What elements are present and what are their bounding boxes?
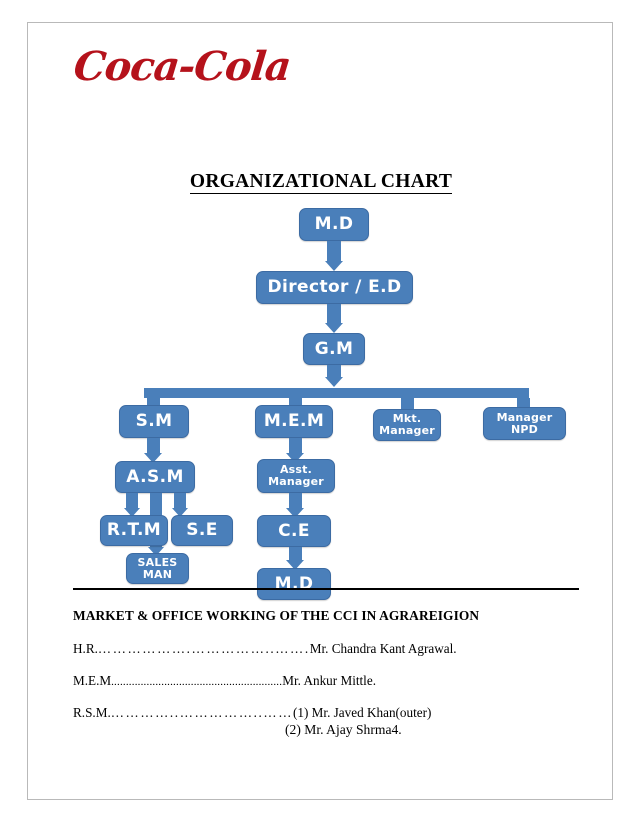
page-title-text: ORGANIZATIONAL CHART bbox=[189, 171, 453, 194]
footer-entry-mem-label: M.E.M bbox=[73, 673, 112, 688]
page-title: ORGANIZATIONAL CHART bbox=[28, 171, 614, 194]
footer-entry-mem: M.E.M ..................................… bbox=[73, 673, 583, 689]
node-mem: M.E.M bbox=[255, 405, 333, 438]
node-md-top: M.D bbox=[299, 208, 369, 241]
node-md-bottom: M.D bbox=[257, 568, 331, 600]
arrow-md-director-icon bbox=[325, 261, 343, 271]
node-asm-label: A.S.M bbox=[126, 466, 184, 487]
arrow-gm-bus-icon bbox=[325, 377, 343, 387]
document-page: Coca-Cola ORGANIZATIONAL CHART M.D Direc… bbox=[27, 22, 613, 800]
node-sales-man-label-line1: SALES bbox=[137, 555, 178, 569]
footer-entry-hr-label: H.R. bbox=[73, 641, 98, 656]
connector-sm-asm bbox=[147, 438, 160, 455]
connector-asst-ce bbox=[289, 493, 302, 510]
node-md-bottom-label: M.D bbox=[274, 573, 314, 594]
footer-entry-rsm-value-1: (1) Mr. Javed Khan(outer) bbox=[293, 705, 432, 720]
connector-ce-md bbox=[289, 547, 302, 562]
node-rtm: R.T.M bbox=[100, 515, 168, 546]
org-chart: M.D Director / E.D G.M S.M bbox=[28, 23, 614, 609]
footer-text-block: MARKET & OFFICE WORKING OF THE CCI IN AG… bbox=[73, 608, 583, 742]
node-mkt-manager-label-line2: Manager bbox=[379, 424, 435, 437]
connector-director-gm bbox=[327, 304, 341, 325]
connector-asm-se bbox=[174, 493, 186, 510]
arrow-mem-asst-icon bbox=[286, 453, 304, 463]
node-ce: C.E bbox=[257, 515, 331, 547]
node-sm: S.M bbox=[119, 405, 189, 438]
connector-md-director bbox=[327, 241, 341, 263]
node-gm-label: G.M bbox=[314, 338, 354, 359]
footer-heading: MARKET & OFFICE WORKING OF THE CCI IN AG… bbox=[73, 608, 480, 623]
node-asst-manager-label-line1: Asst. bbox=[279, 463, 313, 477]
arrow-asm-rtm-icon bbox=[124, 508, 140, 517]
footer-entry-hr: H.R. ……………….……………..……. Mr. Chandra Kant … bbox=[73, 641, 583, 657]
node-director-ed-label: Director / E.D bbox=[267, 277, 402, 298]
footer-entry-mem-value: Mr. Ankur Mittle. bbox=[282, 673, 376, 688]
footer-entry-rsm-line1: R.S.M. …………..……………..…… (1) Mr. Javed Kha… bbox=[73, 705, 583, 721]
node-sales-man: SALES MAN bbox=[126, 553, 189, 584]
arrow-asst-ce-icon bbox=[286, 508, 304, 518]
arrow-asm-se-icon bbox=[172, 508, 188, 517]
node-ce-label: C.E bbox=[278, 520, 310, 541]
footer-entry-hr-value: Mr. Chandra Kant Agrawal. bbox=[309, 641, 457, 656]
node-se-label: S.E bbox=[186, 520, 218, 541]
arrow-ce-md-icon bbox=[286, 560, 304, 570]
node-se: S.E bbox=[171, 515, 233, 546]
arrow-asm-salesman-icon bbox=[148, 547, 164, 556]
node-asst-manager-label-line2: Manager bbox=[268, 475, 324, 488]
node-sm-label: S.M bbox=[135, 411, 173, 432]
node-mem-label: M.E.M bbox=[263, 411, 325, 432]
node-mkt-manager: Mkt. Manager bbox=[373, 409, 441, 441]
section-divider bbox=[73, 588, 579, 590]
footer-entry-hr-leader: ……………….……………..……. bbox=[97, 641, 310, 656]
node-manager-npd-label-line1: Manager bbox=[496, 410, 553, 424]
node-manager-npd: Manager NPD bbox=[483, 407, 566, 440]
node-director-ed: Director / E.D bbox=[256, 271, 413, 304]
footer-entry-rsm-label: R.S.M. bbox=[73, 705, 111, 720]
arrow-sm-asm-icon bbox=[144, 453, 162, 463]
node-manager-npd-label-line2: NPD bbox=[511, 422, 538, 436]
connector-mem-asst bbox=[289, 438, 302, 455]
node-mkt-manager-label-line1: Mkt. bbox=[392, 412, 422, 426]
node-md-top-label: M.D bbox=[314, 214, 354, 235]
node-rtm-label: R.T.M bbox=[106, 520, 162, 541]
connector-asm-rtm bbox=[126, 493, 138, 510]
node-asm: A.S.M bbox=[115, 461, 195, 493]
footer-entry-rsm: R.S.M. …………..……………..…… (1) Mr. Javed Kha… bbox=[73, 705, 583, 738]
arrow-director-gm-icon bbox=[325, 323, 343, 333]
connector-gm-bus bbox=[327, 365, 341, 379]
footer-entry-rsm-value-2: (2) Mr. Ajay Shrma4. bbox=[285, 722, 402, 737]
footer-entry-mem-leader: ........................................… bbox=[111, 676, 283, 688]
node-asst-manager: Asst. Manager bbox=[257, 459, 335, 493]
footer-entry-rsm-leader: …………..……………..…… bbox=[110, 705, 293, 720]
node-gm: G.M bbox=[303, 333, 365, 365]
node-sales-man-label-line2: MAN bbox=[142, 567, 173, 581]
distribution-bus bbox=[144, 388, 529, 398]
